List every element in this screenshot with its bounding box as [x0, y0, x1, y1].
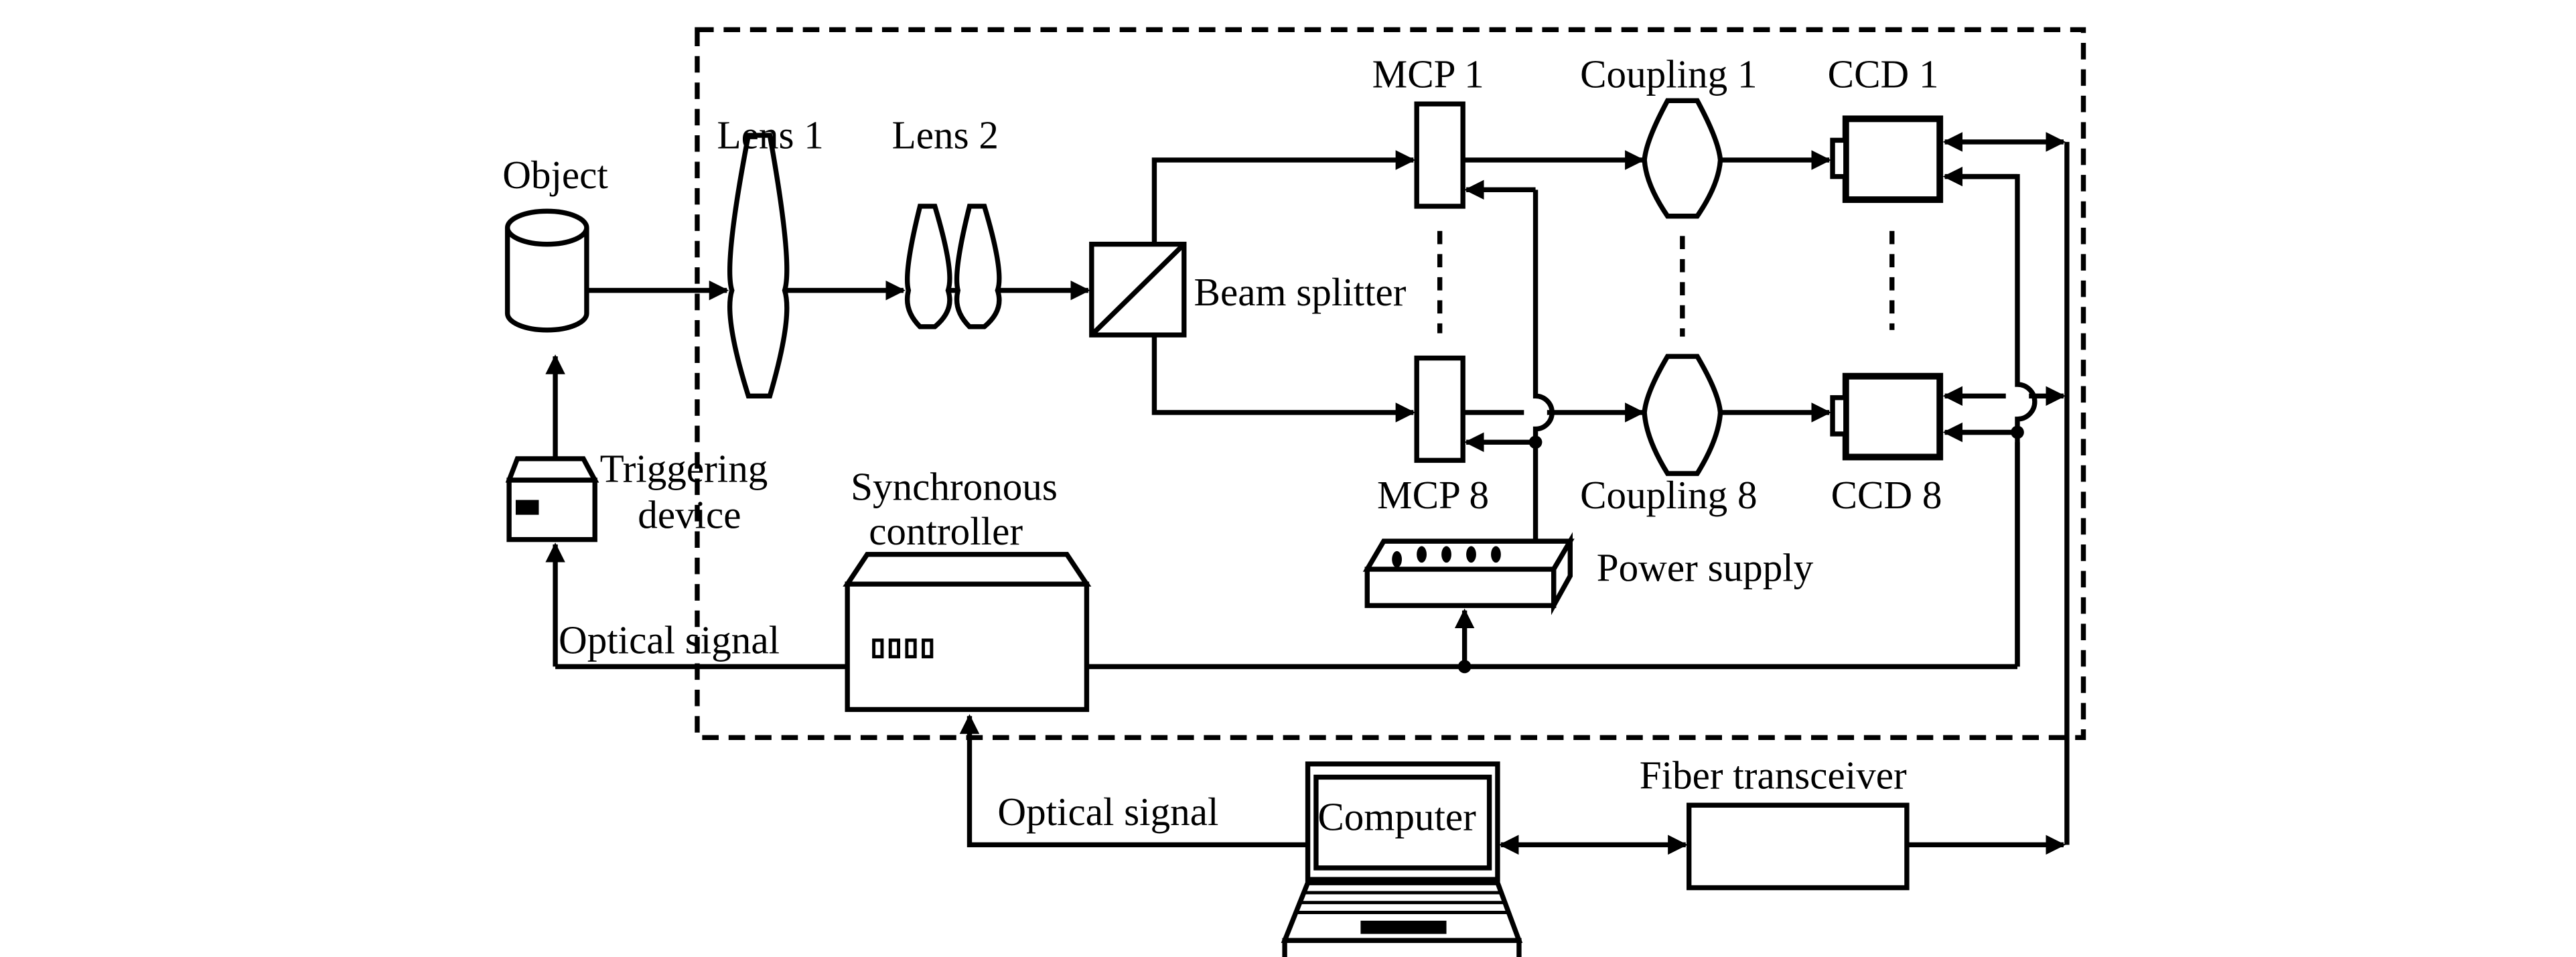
optical-signal-label-top: Optical signal — [559, 618, 780, 662]
lens1-label: Lens 1 — [717, 113, 824, 157]
beam-splitter-label: Beam splitter — [1194, 270, 1407, 314]
mcp8-label: MCP 8 — [1377, 473, 1489, 517]
beam-splitter-icon — [1089, 241, 1187, 338]
fiber-transceiver-label: Fiber transceiver — [1640, 753, 1907, 798]
coupling1-label: Coupling 1 — [1580, 52, 1757, 96]
ccd8-label: CCD 8 — [1831, 473, 1942, 517]
triggering-device-label-2: device — [638, 492, 741, 536]
coupling1-icon — [1642, 98, 1723, 219]
computer-to-sync — [959, 714, 1311, 848]
ccd1-icon — [1830, 115, 1944, 204]
mcp-power-bus — [1532, 190, 1555, 542]
ccd8-icon — [1830, 372, 1944, 461]
coupling8-icon — [1642, 354, 1723, 476]
mcp1-label: MCP 1 — [1372, 52, 1484, 96]
power-supply-label: Power supply — [1597, 545, 1814, 589]
computer-label: Computer — [1317, 794, 1476, 838]
lens2-icon — [904, 204, 1002, 329]
mcp1-icon — [1414, 101, 1465, 209]
sync-controller-label-2: controller — [869, 509, 1023, 553]
synchronous-controller-icon — [843, 552, 1092, 713]
fiber-transceiver-icon — [1687, 802, 1910, 891]
beam-splitter-to-mcp1 — [1151, 150, 1416, 244]
beam-splitter-to-mcp8 — [1151, 335, 1416, 423]
ccd-trigger-bus — [1948, 173, 2037, 667]
ccd1-label: CCD 1 — [1828, 52, 1939, 96]
triggering-device-icon — [505, 456, 599, 542]
lens1-icon — [727, 133, 790, 399]
system-enclosure — [695, 27, 2086, 741]
power-supply-icon — [1362, 532, 1575, 615]
object-cylinder-icon — [504, 208, 589, 333]
sync-controller-label-1: Synchronous — [851, 465, 1058, 509]
mcp8-icon — [1414, 355, 1465, 463]
lens2-label: Lens 2 — [892, 113, 999, 157]
triggering-device-label-1: Triggering — [600, 446, 768, 490]
object-label: Object — [502, 153, 608, 197]
optical-signal-label-bottom: Optical signal — [997, 790, 1218, 834]
computer-laptop-icon — [1281, 761, 1523, 957]
coupling8-label: Coupling 8 — [1580, 473, 1757, 517]
